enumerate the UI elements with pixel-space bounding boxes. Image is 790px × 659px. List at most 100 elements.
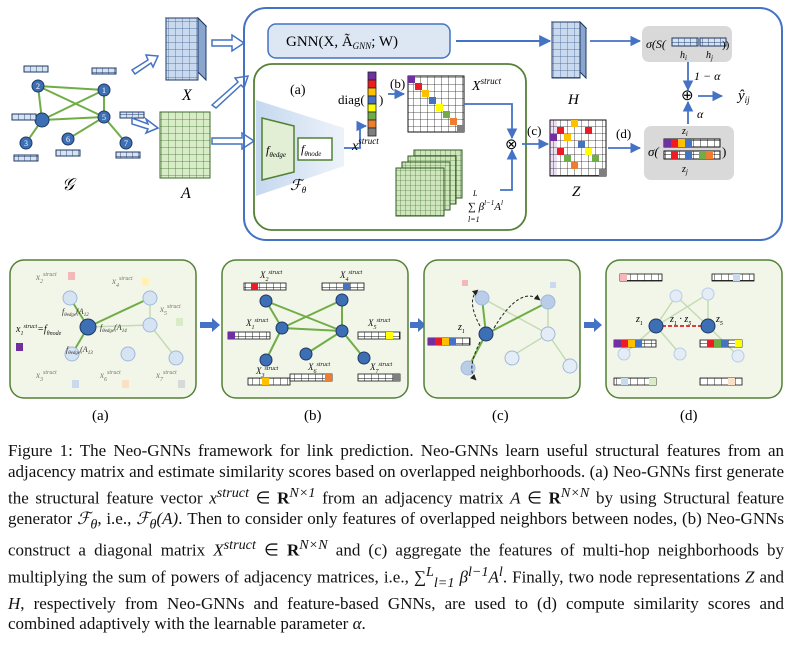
z-matrix: Z — [549, 119, 607, 200]
svg-text:zj: zj — [681, 164, 688, 176]
b-X1: X — [245, 318, 252, 328]
svg-text:z5: z5 — [715, 314, 723, 327]
svg-text:z1: z1 — [635, 314, 643, 327]
panel-a-label: (a) — [290, 83, 306, 98]
graph-node-5: 5 — [102, 113, 106, 122]
sigma-bottom-close: ) — [722, 144, 726, 159]
z-i-sub: i — [686, 130, 688, 138]
panel-d-label: (d) — [616, 126, 631, 141]
svg-text:hj: hj — [706, 50, 713, 62]
f-edge-block — [261, 117, 295, 181]
bottom-label-a: (a) — [92, 408, 109, 424]
caption-beta-exp: l−1 — [467, 563, 489, 580]
a-f14-arg-sub: 14 — [122, 329, 128, 334]
sum-upper: L — [472, 189, 478, 198]
caption-in-3: ∈ — [255, 540, 287, 560]
f-theta-sub: θ — [302, 185, 307, 195]
a-f13-arg-sub: 13 — [88, 351, 94, 356]
sigma-bottom: σ( — [648, 144, 659, 159]
gnn-box: GNN(X, ÃGNN; W) — [267, 23, 451, 59]
caption-text-3: by using Structural feature generator — [8, 488, 785, 529]
d-z5-sub: 5 — [720, 321, 723, 327]
svg-text:x3struct: x3struct — [35, 370, 57, 383]
sum-lower: l=1 — [468, 215, 480, 224]
a-x6-sub: 6 — [104, 377, 107, 383]
d-prod-dot: · z — [677, 314, 689, 325]
gnn-formula: GNN(X, Ã — [286, 34, 353, 50]
b-X1-sub: 1 — [252, 325, 255, 331]
h-j-sub: j — [710, 54, 713, 62]
a-f12-sub: θedge — [64, 313, 77, 318]
diag-close: ) — [379, 92, 383, 107]
f-node-block — [297, 137, 333, 161]
svg-text:X7struct: X7struct — [369, 362, 393, 375]
bottom-panel-a: x2struct x4struct x5struct x3struct x6st… — [9, 259, 197, 399]
bottom-label-b: (b) — [304, 408, 322, 424]
b-X3-sup: struct — [265, 366, 279, 372]
a-f13: f — [66, 345, 70, 354]
a-x5: x — [159, 304, 164, 314]
caption-math-a-pow: A — [488, 567, 499, 587]
sum-label: ∑ β — [468, 201, 485, 213]
bottom-label-c: (c) — [492, 408, 509, 424]
svg-text:ŷij: ŷij — [736, 88, 750, 105]
c-z1-sub: 1 — [462, 329, 465, 335]
otimes-operator: ⊗ — [505, 137, 518, 153]
a-f14-sub: θedge — [102, 329, 115, 334]
b-X6-sup: struct — [317, 362, 331, 368]
svg-text:fθedge(A13: fθedge(A13 — [66, 345, 93, 356]
a-f12-arg-sub: 12 — [84, 313, 90, 318]
a-x3-sub: 3 — [39, 377, 43, 383]
caption-math-h: H — [8, 593, 21, 613]
caption-text-7: , respectively from Neo-GNNs and feature… — [8, 593, 784, 634]
a-x6: x — [99, 370, 104, 380]
a-f12-arg: (A — [76, 307, 84, 316]
a-x7: x — [155, 370, 160, 380]
caption-paragraph: Figure 1: The Neo-GNNs framework for lin… — [8, 441, 784, 635]
figure-caption: Figure 1: The Neo-GNNs framework for lin… — [8, 441, 784, 635]
z-label: Z — [572, 184, 581, 200]
input-graph: 2 1 5 6 7 3 𝒢 — [11, 65, 145, 194]
b-X3: X — [255, 366, 262, 376]
svg-text:Xstruct: Xstruct — [471, 76, 502, 94]
caption-math-x: x — [209, 488, 217, 508]
h-i: h — [680, 50, 685, 61]
a-x1-sup: struct — [23, 324, 37, 330]
a-x7-sub: 7 — [160, 377, 164, 383]
feature-score-box: σ(S( )) hi hj — [642, 26, 732, 62]
diag-label: diag( — [338, 92, 365, 107]
d-prod-sub2: 5 — [688, 321, 691, 327]
a-x7-sup: struct — [163, 370, 177, 376]
a-x1-sub: 1 — [20, 331, 23, 337]
caption-a-exp: l — [498, 563, 503, 580]
caption-text-2: from an adjacency matrix — [315, 488, 511, 508]
graph-node-3: 3 — [24, 139, 28, 148]
adjacency-matrix-a: A — [159, 111, 211, 202]
a-x3: x — [35, 370, 40, 380]
b-X5-sup: struct — [377, 318, 391, 324]
a-x3-sup: struct — [43, 370, 57, 376]
caption-text-4: . Then to consider only features of over… — [8, 509, 784, 560]
y-hat: ŷ — [736, 88, 745, 104]
caption-f-theta-arg: (A) — [156, 509, 179, 529]
graph-node-7: 7 — [124, 139, 128, 148]
h-j: h — [706, 50, 711, 61]
svg-text:x4struct: x4struct — [111, 276, 133, 289]
caption-math-alpha: α — [352, 614, 362, 634]
h-matrix: H — [550, 20, 588, 108]
z-j: z — [681, 164, 686, 175]
c-z1: z — [457, 322, 462, 333]
caption-f-theta-1: ℱ — [76, 509, 91, 529]
a-x2-sub: 2 — [40, 279, 43, 285]
caption-real-3: R — [286, 540, 300, 560]
svg-text:zi: zi — [681, 126, 688, 138]
b-X7-sub: 7 — [376, 369, 380, 375]
svg-text:ℱθ: ℱθ — [290, 178, 307, 195]
bottom-label-d: (d) — [680, 408, 698, 424]
f-edge-text: f — [266, 143, 271, 157]
input-arrows — [210, 33, 256, 151]
a-x1-eq: =f — [37, 324, 48, 335]
svg-text:hi: hi — [680, 50, 687, 62]
svg-text:z1: z1 — [457, 322, 465, 335]
neo-gnns-figure: 2 1 5 6 7 3 𝒢 X A — [9, 7, 783, 424]
